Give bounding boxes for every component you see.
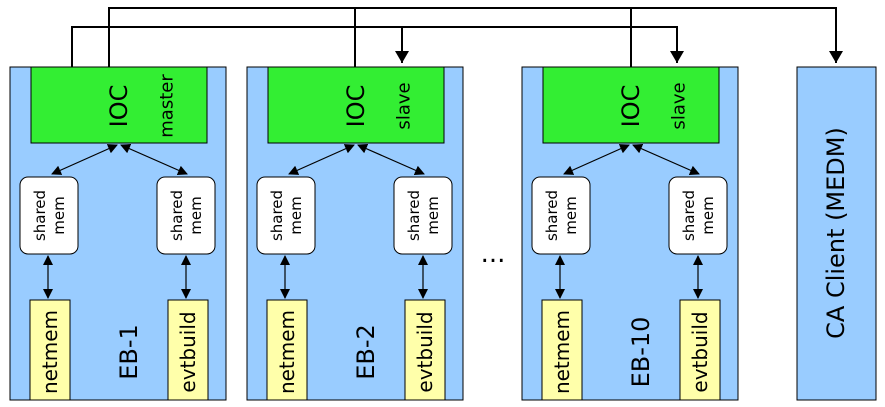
ioc-label: IOC — [342, 85, 370, 128]
ioc-shared-right-arrow — [632, 144, 700, 175]
ioc-shared-left-arrow — [288, 144, 355, 175]
master-to-client-line — [108, 7, 843, 67]
shared-mem-label-line1: shared — [543, 190, 561, 241]
ca-client-panel: CA Client (MEDM) — [796, 66, 877, 401]
ioc-role-label: slave — [669, 82, 690, 129]
ioc-shared-left-arrow — [51, 144, 118, 175]
ioc-box — [30, 66, 208, 144]
process-rect — [167, 299, 209, 401]
ca-client-label: CA Client (MEDM) — [822, 127, 850, 339]
shared-mem-label-line1: shared — [680, 190, 698, 241]
shared-mem-label-line1: shared — [405, 190, 423, 241]
evtbuild-box: evtbuild — [679, 299, 721, 401]
ioc-label: IOC — [105, 85, 133, 128]
process-label: evtbuild — [413, 311, 437, 392]
process-rect — [679, 299, 721, 401]
shared-mem-label-line2: mem — [424, 196, 442, 234]
evtbuild-box: evtbuild — [404, 299, 446, 401]
shared-mem-label-line1: shared — [268, 190, 286, 241]
ioc-label: IOC — [617, 85, 645, 128]
shared-mem-box — [256, 176, 316, 255]
process-rect — [541, 299, 583, 401]
shared-mem-box — [393, 176, 453, 255]
eb-label: EB-2 — [352, 324, 380, 380]
shared-mem-label-line2: mem — [50, 196, 68, 234]
shared-mem-label-line2: mem — [562, 196, 580, 234]
shared-mem-label-line2: mem — [187, 196, 205, 234]
shared-mem-box — [156, 176, 216, 255]
eb-label: EB-1 — [115, 324, 143, 380]
shared-mem-label-line1: shared — [31, 190, 49, 241]
master-to-slave-lines — [71, 26, 684, 67]
ioc-role-label: master — [157, 74, 178, 138]
ca-client-box — [796, 66, 877, 401]
ioc-shared-right-arrow — [357, 144, 425, 175]
master-connection-lines — [71, 7, 843, 67]
eb-label: EB-10 — [627, 317, 655, 388]
shared-mem-label-line1: shared — [168, 190, 186, 241]
shared-mem-box — [19, 176, 79, 255]
ioc-box — [267, 66, 445, 144]
process-label: netmem — [38, 310, 62, 394]
ioc-box — [542, 66, 720, 144]
process-rect — [404, 299, 446, 401]
netmem-box: netmem — [266, 299, 308, 401]
ioc-shared-right-arrow — [120, 144, 188, 175]
netmem-box: netmem — [29, 299, 71, 401]
shared-mem-box — [531, 176, 591, 255]
shared-mem-label-line2: mem — [287, 196, 305, 234]
process-label: netmem — [275, 310, 299, 394]
process-label: evtbuild — [176, 311, 200, 392]
ellipsis-text: ... — [481, 239, 506, 269]
evtbuild-box: evtbuild — [167, 299, 209, 401]
process-label: netmem — [550, 310, 574, 394]
ioc-role-label: slave — [394, 82, 415, 129]
process-rect — [29, 299, 71, 401]
process-rect — [266, 299, 308, 401]
shared-mem-label-line2: mem — [699, 196, 717, 234]
process-label: evtbuild — [688, 311, 712, 392]
netmem-box: netmem — [541, 299, 583, 401]
ioc-shared-left-arrow — [563, 144, 630, 175]
shared-mem-box — [668, 176, 728, 255]
